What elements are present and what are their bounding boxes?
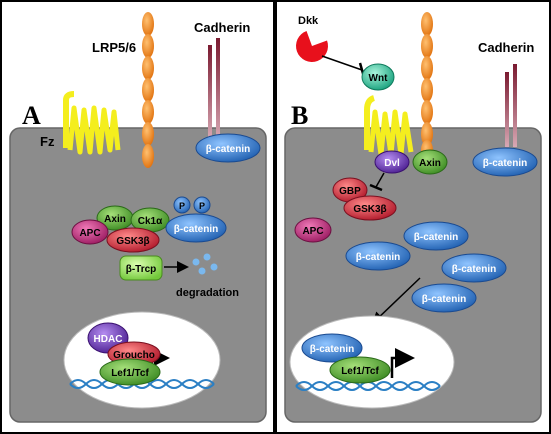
axin-label-b: Axin — [419, 158, 441, 169]
free-catenin-4 — [411, 283, 477, 313]
membrane-catenin-b — [472, 147, 538, 177]
hdac-label-a: HDAC — [94, 334, 123, 345]
wnt-label: Wnt — [369, 73, 389, 84]
dna-helix-strand2-a — [69, 379, 215, 389]
dna-helix-strand2-b — [295, 381, 441, 391]
free-catenin-1 — [403, 221, 469, 251]
cadherin-a — [208, 38, 220, 140]
nuclear-translocation-arrow — [371, 277, 421, 325]
panel-letter-b: B — [291, 101, 308, 130]
dvl-inhibition-line — [375, 172, 385, 188]
apc-label-b: APC — [302, 226, 323, 237]
transcription-arrow-icon-b — [390, 348, 415, 378]
membrane-catenin-a — [195, 133, 261, 163]
nuclear-catenin-label-b: β-catenin — [310, 344, 354, 355]
free-catenin-label-1: β-catenin — [414, 232, 458, 243]
gsk3-node-a — [106, 227, 160, 253]
frizzled-receptor-a — [63, 91, 121, 155]
lrp-label-a: LRP5/6 — [92, 40, 136, 55]
dvl-label: Dvl — [384, 158, 400, 169]
dvl-inhibition-bar-icon — [369, 183, 383, 192]
ck1-label-a: Ck1α — [138, 216, 163, 227]
phospho-label-2-a: P — [199, 201, 205, 211]
gsk3-node-b — [343, 195, 397, 221]
fz-label-a: Fz — [40, 134, 55, 149]
free-catenin-label-2: β-catenin — [356, 252, 400, 263]
free-catenin-2 — [345, 241, 411, 271]
lrp-receptor-a — [142, 12, 154, 168]
cadherin-label-b: Cadherin — [478, 40, 534, 55]
phospho-label-1-a: P — [179, 201, 185, 211]
lef-label-a: Lef1/Tcf — [111, 368, 149, 379]
dkk-icon — [296, 30, 328, 62]
axin-node-b — [412, 149, 448, 175]
membrane-catenin-label-b: β-catenin — [483, 158, 527, 169]
dvl-node — [374, 150, 410, 174]
free-catenin-label-3: β-catenin — [452, 264, 496, 275]
lef-label-b: Lef1/Tcf — [341, 366, 379, 377]
phospho-node-2-a — [193, 196, 211, 214]
apc-node-b — [294, 217, 332, 243]
gsk3-label-a: GSK3β — [116, 236, 149, 247]
apc-label-a: APC — [79, 228, 100, 239]
complex-catenin-label-a: β-catenin — [174, 224, 218, 235]
axin-label-a: Axin — [104, 214, 126, 225]
lef-node-b — [329, 356, 391, 384]
lrp-receptor-b — [421, 12, 433, 160]
apc-node-a — [71, 219, 109, 245]
cadherin-b — [505, 64, 517, 147]
free-catenin-label-4: β-catenin — [422, 294, 466, 305]
membrane-catenin-label-a: β-catenin — [206, 144, 250, 155]
dkk-inhibition-line — [321, 55, 363, 71]
btrcp-label-a: β-Trcp — [126, 264, 157, 275]
panel-letter-a: A — [22, 101, 41, 130]
gsk3-label-b: GSK3β — [353, 204, 386, 215]
degradation-dots-icon — [192, 253, 218, 275]
wnt-node — [361, 63, 395, 91]
nuclear-catenin-b — [301, 333, 363, 363]
groucho-label-a: Groucho — [113, 350, 155, 361]
phospho-node-1-a — [173, 196, 191, 214]
btrcp-node-a — [119, 255, 163, 281]
gbp-label: GBP — [339, 186, 361, 197]
complex-catenin-a — [165, 213, 227, 243]
cadherin-label-a: Cadherin — [194, 20, 250, 35]
lef-node-a — [99, 358, 161, 386]
free-catenin-3 — [441, 253, 507, 283]
dkk-label: Dkk — [298, 15, 319, 27]
degradation-label-a: degradation — [176, 287, 239, 299]
